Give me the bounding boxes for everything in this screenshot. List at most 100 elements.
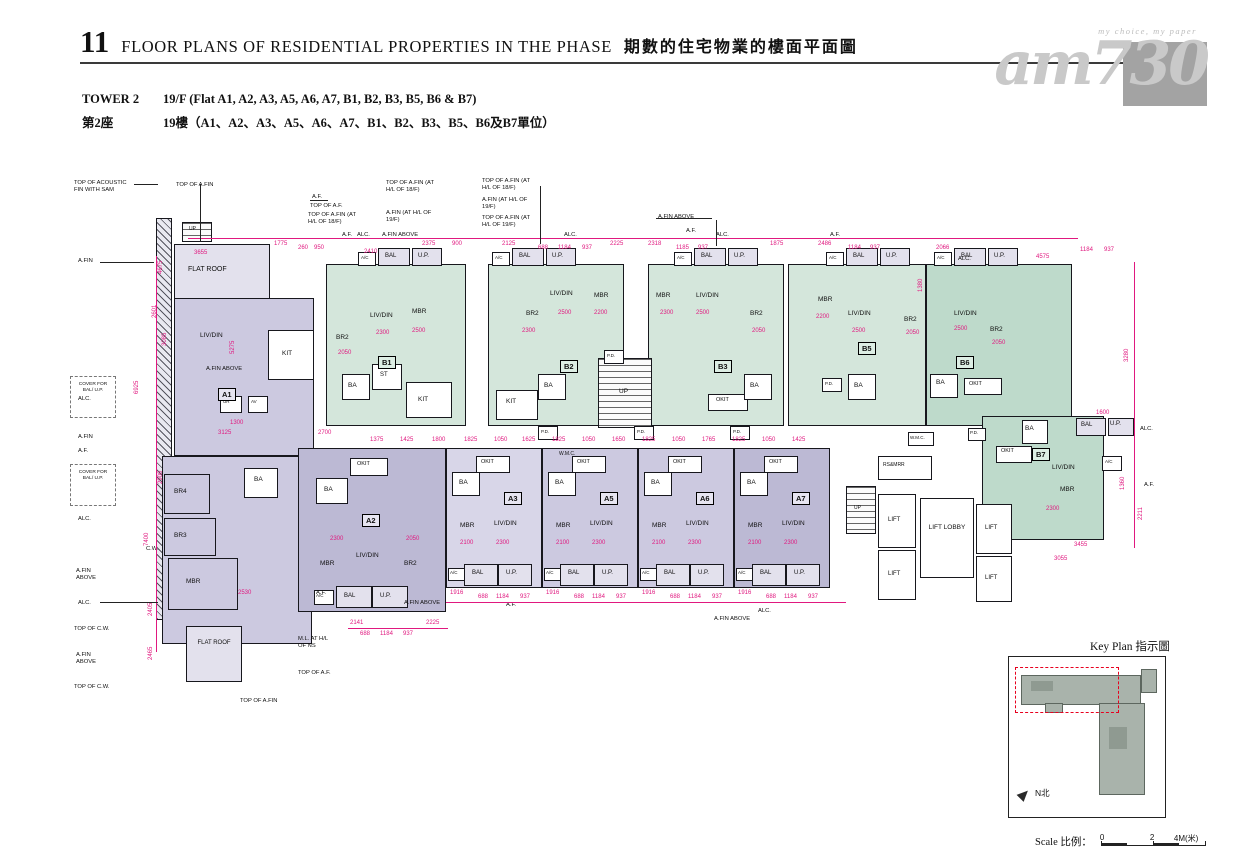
dimension-text: 2225	[610, 241, 624, 247]
room-label: BA	[651, 479, 660, 486]
dimension-text: 937	[582, 245, 593, 251]
a6-ac	[640, 568, 657, 581]
room-label: OKIT	[1001, 448, 1014, 454]
keyplan-core-detail	[1109, 727, 1127, 749]
dimension-text: 2500	[954, 326, 968, 332]
b6-okit	[964, 378, 1002, 395]
a6-ba	[644, 472, 672, 496]
page-number: 11	[80, 24, 110, 59]
room-label: LIV/DIN	[550, 290, 573, 297]
dimension-text: 1375	[370, 437, 384, 443]
dimension-text: 4575	[1036, 254, 1050, 260]
dimension-text: 1185	[676, 245, 689, 251]
north-label: N北	[1035, 788, 1050, 798]
room-label: LIV/DIN	[954, 310, 977, 317]
room-label: A/C	[316, 593, 324, 598]
room-label: BAL	[519, 253, 531, 259]
dimension-text: 3055	[1054, 556, 1068, 562]
room-label: MBR	[1060, 486, 1075, 493]
pd-box	[538, 426, 558, 440]
room-label: LIV/DIN	[782, 520, 805, 527]
room-label: LIV/DIN	[494, 520, 517, 527]
dimension-text: 1425	[792, 437, 806, 443]
dimension-text: 2300	[592, 540, 606, 546]
key-plan: N北	[1008, 656, 1166, 818]
room-label: UP	[619, 388, 629, 395]
dimension-text: 1380	[918, 278, 924, 292]
a7-up	[786, 564, 820, 586]
dimension-text: 1916	[642, 590, 656, 596]
annotation-text: ALC.	[78, 600, 91, 606]
flat-roof-bottom	[186, 626, 242, 682]
b2-ac	[492, 252, 510, 266]
dimension-text: 1425	[400, 437, 414, 443]
dimension-text: 2500	[412, 328, 426, 334]
room-label: A/C	[1105, 459, 1113, 464]
dimension-text: 1184	[592, 594, 605, 600]
dimension-text: 2300	[784, 540, 798, 546]
scale-tickmark	[1152, 841, 1154, 846]
dimension-text: 937	[403, 631, 414, 637]
dimension-text: 2100	[460, 540, 474, 546]
dimension-text: 2465	[148, 646, 154, 660]
a5-okit	[572, 456, 606, 473]
scale-ruler: 0 2 4M(米)	[1100, 833, 1212, 850]
dimension-text: 3455	[1074, 542, 1088, 548]
annotation-text: A.F.	[78, 448, 88, 454]
dimension-text: 688	[538, 245, 549, 251]
room-label: FLAT ROOF	[188, 266, 227, 273]
page-title-en: FLOOR PLANS OF RESIDENTIAL PROPERTIES IN…	[121, 37, 612, 56]
dimension-text: 688	[574, 594, 585, 600]
am730-logo: am730	[994, 29, 1210, 99]
annotation-text: ALC.	[958, 256, 971, 262]
dimension-text: 2100	[652, 540, 666, 546]
room-label: U.P.	[552, 253, 563, 259]
dimension-text: 2200	[594, 310, 608, 316]
room-label: OKIT	[769, 459, 782, 465]
dimension-text: 937	[712, 594, 723, 600]
room-label: BAL	[1081, 422, 1093, 428]
dimension-text: 1650	[612, 437, 626, 443]
room-label: RS&MRR	[883, 462, 905, 468]
a7-ac	[736, 568, 753, 581]
tower-name-en: TOWER 2	[82, 92, 140, 106]
pd-box	[604, 350, 624, 364]
a6-okit	[668, 456, 702, 473]
room-label: A/C	[738, 570, 746, 575]
tower-info: TOWER 2 19/F (Flat A1, A2, A3, A5, A6, A…	[82, 92, 555, 136]
b5-ac	[826, 252, 844, 266]
pd-box	[730, 426, 750, 440]
wmc-box	[908, 432, 934, 446]
room-label: LIFT	[888, 571, 901, 577]
room-label: LIFT LOBBY	[928, 524, 966, 531]
annotation-text: A.F.	[312, 194, 322, 200]
annotation-text: M.L. AT H/L OF NS	[298, 636, 328, 650]
room-label: BAL	[344, 593, 356, 599]
a5-ac	[544, 568, 561, 581]
dimension-text: 2486	[818, 241, 832, 247]
dimension-text: 937	[870, 245, 881, 251]
annotation-text: ALC.	[564, 232, 577, 238]
dimension-text: 2200	[816, 314, 830, 320]
room-label: U.P.	[380, 593, 391, 599]
annotation-text: A.FIN (AT H/L OF 19/F)	[386, 210, 432, 224]
room-label: OKIT	[481, 459, 494, 465]
room-label: COVER FOR BAL/ U.P.	[78, 382, 108, 393]
dimension-text: 2500	[852, 328, 866, 334]
room-label: U.P.	[994, 253, 1005, 259]
room-ba-a1	[244, 468, 278, 498]
dimension-text: 2410	[364, 249, 378, 255]
dimension-text: 1360	[1120, 476, 1126, 490]
dimension-text: 3280	[1124, 348, 1130, 362]
b1-up	[412, 248, 442, 266]
leader-line	[310, 200, 328, 201]
dimension-text: 1184	[380, 631, 393, 637]
b3-up	[728, 248, 758, 266]
room-label: MBR	[652, 522, 667, 529]
dimension-text: 1050	[762, 437, 776, 443]
room-label: LIV/DIN	[696, 292, 719, 299]
keyplan-footprint-wing	[1099, 703, 1145, 795]
room-label: BAL	[664, 570, 676, 576]
dimension-text: 688	[766, 594, 777, 600]
b5-up	[880, 248, 910, 266]
